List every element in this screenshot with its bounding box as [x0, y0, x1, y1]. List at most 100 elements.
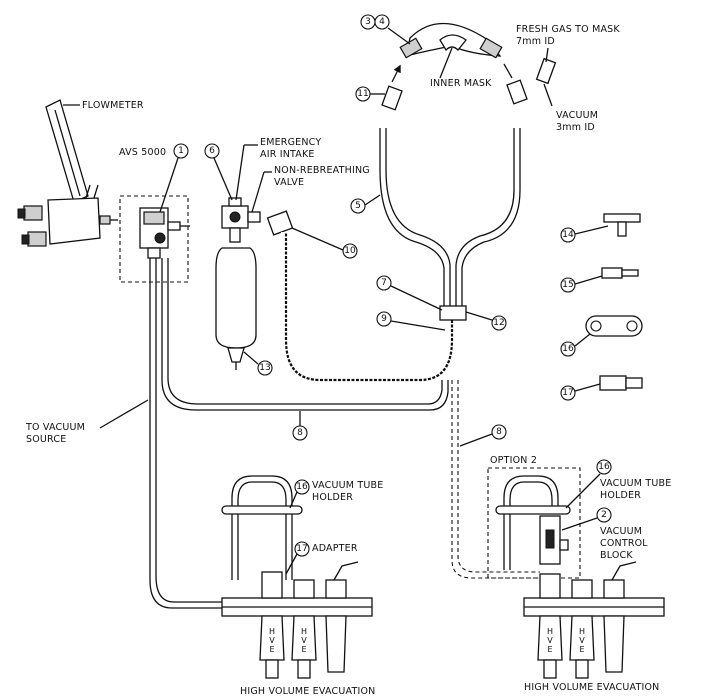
vacuum-control-label-3: BLOCK	[600, 550, 633, 561]
hve-handpiece-4: H V E	[569, 579, 595, 679]
hve-handpiece-1: H V E	[259, 571, 285, 679]
vacuum-tube-holder-left-label-1: VACUUM TUBE	[312, 480, 383, 491]
callout-7: 7	[381, 278, 387, 288]
fresh-gas-label-1: FRESH GAS TO MASK	[516, 24, 620, 35]
vacuum-control-label-2: CONTROL	[600, 538, 648, 549]
svg-text:E: E	[301, 645, 306, 654]
fresh-gas-label-2: 7mm ID	[516, 36, 555, 47]
connector-right-b	[535, 57, 557, 85]
svg-text:V: V	[547, 636, 553, 645]
emergency-label-2: AIR INTAKE	[260, 149, 315, 160]
accessory-17-adapter	[599, 375, 643, 391]
callout-16: 16	[562, 344, 574, 354]
emergency-label-1: EMERGENCY	[260, 137, 321, 148]
callout-3: 3	[365, 17, 371, 27]
svg-text:E: E	[547, 645, 552, 654]
mask-tubing	[379, 128, 521, 321]
callout-15: 15	[562, 280, 573, 290]
callout-14: 14	[562, 230, 574, 240]
hve-left-label: HIGH VOLUME EVACUATION	[240, 686, 375, 697]
callout-10-circle	[342, 243, 358, 259]
callout-14-circle	[560, 227, 576, 243]
svg-text:H: H	[547, 627, 553, 636]
connector-11-left	[381, 85, 403, 111]
vacuum-label-2: 3mm ID	[556, 122, 595, 133]
svg-text:V: V	[301, 636, 307, 645]
inner-mask-label: INNER MASK	[430, 78, 492, 89]
callout-16b: 16	[296, 482, 308, 492]
callout-5: 5	[355, 201, 361, 211]
callout-9: 9	[381, 314, 387, 324]
callout-7-circle	[376, 275, 392, 291]
callout-10: 10	[344, 246, 356, 256]
connector-right-a	[506, 79, 528, 105]
vacuum-tube-holder-right	[495, 475, 571, 570]
reservoir-bag	[215, 247, 257, 349]
flowmeter-label: FLOWMETER	[82, 100, 144, 111]
nrb-label-1: NON-REBREATHING	[274, 165, 370, 176]
callout-17b: 17	[296, 544, 307, 554]
callout-12: 12	[493, 318, 504, 328]
callout-9-circle	[376, 311, 392, 327]
svg-text:V: V	[269, 636, 275, 645]
svg-text:H: H	[579, 627, 585, 636]
callout-16c-circle	[596, 459, 612, 475]
callout-5-circle	[350, 198, 366, 214]
callout-6-circle	[204, 143, 220, 159]
saliva-ejector-1	[325, 561, 359, 673]
callout-17-circle	[560, 385, 576, 401]
callout-15-circle	[560, 277, 576, 293]
avs-5000-unit	[139, 207, 190, 259]
callout-16-circle	[560, 341, 576, 357]
callout-11: 11	[357, 89, 368, 99]
vacuum-control-block	[539, 515, 569, 565]
to-vacuum-label-1: TO VACUUM	[25, 422, 85, 433]
callout-1: 1	[178, 146, 184, 156]
hve-handpiece-3: H V E	[537, 573, 563, 679]
nrb-label-2: VALVE	[274, 177, 304, 188]
adapter-label: ADAPTER	[312, 543, 358, 554]
option2-label: OPTION 2	[490, 455, 537, 466]
callout-8a: 8	[297, 428, 303, 438]
callout-17: 17	[562, 388, 573, 398]
callout-8b-circle	[491, 424, 507, 440]
callout-17b-circle	[294, 541, 310, 557]
callout-1-leader	[159, 157, 179, 213]
hve-handpiece-2: H V E	[291, 579, 317, 679]
corrugated-hose	[266, 210, 457, 385]
callout-2-circle	[596, 507, 612, 523]
svg-text:H: H	[269, 627, 275, 636]
bag-tail	[227, 347, 245, 363]
flowmeter	[17, 99, 118, 247]
callout-2: 2	[601, 510, 607, 520]
svg-text:E: E	[579, 645, 584, 654]
vacuum-tube-holder-right-label-2: HOLDER	[600, 490, 641, 501]
hve-rack-right: H V E H V E	[523, 561, 665, 679]
callout-4-circle	[374, 14, 390, 30]
option2-tubing	[451, 380, 540, 579]
option2-outline	[487, 467, 581, 579]
svg-text:E: E	[269, 645, 274, 654]
vacuum-tube-holder-left	[221, 475, 303, 580]
callout-16b-circle	[294, 479, 310, 495]
avs-label: AVS 5000	[119, 147, 166, 158]
vacuum-control-label-1: VACUUM	[600, 526, 642, 537]
hve-right-label: HIGH VOLUME EVACUATION	[524, 682, 659, 693]
svg-text:H: H	[301, 627, 307, 636]
vacuum-tubing	[149, 258, 449, 609]
hve-rack-left: H V E H V E	[221, 561, 373, 679]
mask	[399, 22, 503, 59]
callout-1-circle	[173, 143, 189, 159]
to-vacuum-label-2: SOURCE	[26, 434, 66, 445]
vacuum-label-1: VACUUM	[556, 110, 598, 121]
svg-text:V: V	[579, 636, 585, 645]
accessory-15-barb	[601, 267, 639, 279]
accessory-14-tee	[603, 213, 641, 237]
callout-12-circle	[491, 315, 507, 331]
callout-8b: 8	[496, 427, 502, 437]
vacuum-tube-holder-left-label-2: HOLDER	[312, 492, 353, 503]
callout-4: 4	[379, 17, 385, 27]
callout-6: 6	[209, 146, 215, 156]
vacuum-tube-holder-right-label-1: VACUUM TUBE	[600, 478, 671, 489]
